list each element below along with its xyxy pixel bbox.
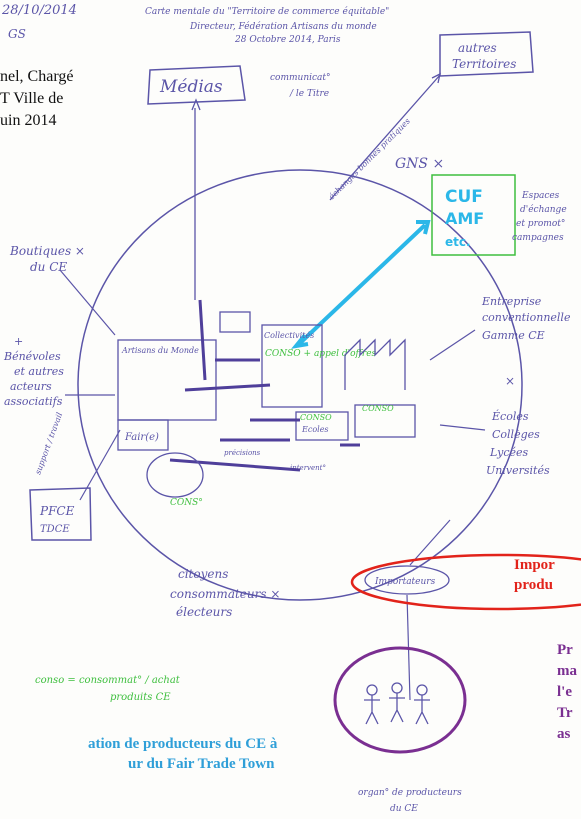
title-line-1: Carte mentale du "Territoire de commerce…	[145, 6, 389, 17]
inner-collectivites: Collectivités	[264, 331, 314, 340]
legend-line-2: produits CE	[110, 692, 171, 703]
tdce-label: TDCE	[40, 524, 70, 535]
left-note-line-2: T Ville de	[0, 90, 64, 107]
purple-overlay-line-2: ma	[557, 663, 577, 679]
purple-overlay-line-4: Tr	[557, 705, 573, 721]
inner-arrows	[169, 299, 360, 472]
importateurs-ellipse	[364, 565, 450, 595]
medias-label: Médias	[159, 77, 223, 97]
pfce-box	[29, 487, 92, 541]
inner-conso-1: CONSO	[300, 413, 332, 422]
red-overlay-line-2: produ	[514, 577, 553, 593]
pfce-label: PFCE	[39, 504, 75, 518]
etc-label: etc.	[445, 235, 471, 249]
purple-overlay-line-5: as	[557, 726, 571, 742]
inner-artisans: Artisans du Monde	[121, 346, 199, 355]
fair-shop	[117, 419, 169, 451]
blue-overlay-text: ation de producteurs du CE à ur du Fair …	[88, 734, 277, 774]
boutiques-label: Boutiques ×du CE	[9, 244, 85, 274]
inner-precisions: précisions	[224, 449, 261, 457]
cuf-amf-box	[431, 174, 516, 256]
inner-ecoles: Ecoles	[301, 425, 329, 434]
line-to-medias	[191, 98, 201, 300]
line-boutiques	[59, 269, 116, 336]
importateurs-label: Importateurs	[374, 577, 436, 587]
amf-label: AMF	[445, 209, 484, 228]
school-building	[354, 404, 416, 438]
blue-overlay-line-2: ur du Fair Trade Town	[128, 756, 275, 772]
line-entreprise	[429, 329, 476, 361]
title-line-3: 28 Octobre 2014, Paris	[234, 35, 341, 45]
purple-overlay-line-1: Pr	[557, 642, 573, 658]
red-overlay-line-1: Impor	[514, 557, 555, 573]
left-note-line-3: uin 2014	[0, 112, 57, 129]
line-to-territoires	[329, 72, 441, 201]
producers-circle	[333, 646, 467, 754]
red-highlight-ellipse	[350, 553, 581, 611]
purple-overlay-line-3: l'e	[557, 684, 572, 700]
inner-conso-appel: CONSO + appel d'offres	[265, 349, 377, 359]
producers-figures	[364, 682, 430, 725]
medias-box	[147, 65, 246, 105]
title-line-2: Directeur, Fédération Artisans du monde	[189, 21, 377, 32]
date-text: 28/10/2014	[1, 3, 77, 18]
cuf-label: CUF	[445, 187, 483, 207]
gns-label: GNS ×	[395, 156, 444, 172]
purple-overlay-text: Pr ma l'e Tr as	[557, 640, 577, 745]
inner-cons: CONS°	[170, 498, 203, 508]
autres-territoires-box	[439, 31, 534, 77]
communication-label: communicat°/ le Titre	[270, 73, 331, 99]
collectivites-building	[261, 324, 323, 408]
tower-building	[219, 311, 251, 333]
line-importateurs	[406, 519, 451, 701]
cross-mark: ×	[505, 374, 515, 388]
support-label: support / travail	[33, 411, 64, 476]
inner-intervention: intervent°	[290, 464, 326, 472]
inner-fair: Fair(e)	[124, 432, 159, 443]
cyan-arrow	[291, 220, 431, 349]
factory	[344, 338, 406, 390]
red-overlay-text: Impor produ	[514, 555, 555, 595]
ecoles-building	[295, 411, 349, 441]
legend-line-1: conso = consommat° / achat	[35, 675, 181, 686]
conso-people	[146, 452, 204, 498]
left-note: nel, Chargé T Ville de uin 2014	[0, 66, 73, 132]
line-ecoles	[439, 424, 486, 431]
left-note-line-1: nel, Chargé	[0, 68, 74, 85]
initials-text: GS	[8, 27, 26, 41]
inner-conso-2: CONSO	[362, 404, 394, 413]
blue-overlay-line-1: ation de producteurs du CE à	[88, 736, 278, 752]
territory-circle	[77, 169, 523, 601]
